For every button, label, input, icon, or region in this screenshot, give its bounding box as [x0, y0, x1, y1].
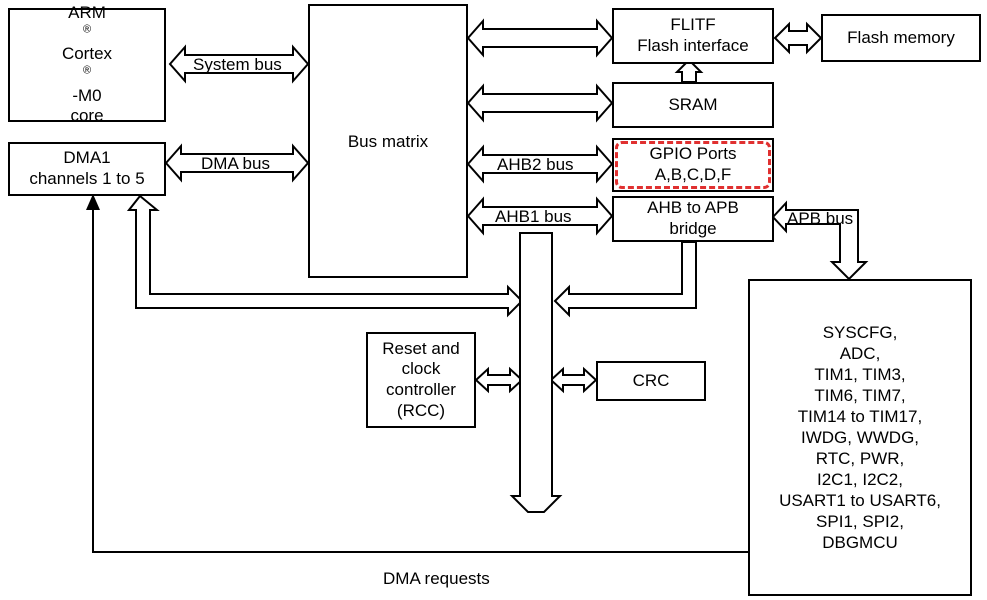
- bridge-line-2: bridge: [669, 219, 717, 238]
- cpu-line-1: ARM: [68, 2, 106, 22]
- sram-label: SRAM: [668, 94, 718, 114]
- peripheral-item: I2C1, I2C2,: [817, 470, 903, 490]
- gpio-line-2: A,B,C,D,F: [654, 165, 732, 184]
- dma-bus-label: DMA bus: [201, 154, 270, 173]
- peripheral-item: ADC,: [839, 343, 881, 363]
- peripheral-item: USART1 to USART6,: [779, 491, 941, 511]
- peripheral-item: TIM14 to TIM17,: [797, 406, 923, 426]
- gpio-ports-block: GPIO Ports A,B,C,D,F: [612, 138, 774, 192]
- flash-bus-arrow: [773, 21, 823, 55]
- ahb1-bus-label: AHB1 bus: [495, 207, 572, 226]
- flitf-bus-arrow: [466, 18, 614, 58]
- rcc-block: Reset and clock controller (RCC): [366, 332, 476, 428]
- registered-mark: ®: [82, 22, 92, 35]
- flitf-line-2: Flash interface: [637, 36, 749, 55]
- rcc-bus-arrow: [474, 366, 524, 394]
- cpu-line-3: core: [70, 106, 104, 126]
- registered-mark: ®: [82, 64, 92, 77]
- cpu-line-2b: -M0: [72, 85, 102, 105]
- flitf-line-1: FLITF: [670, 15, 716, 35]
- crc-label: CRC: [632, 370, 670, 390]
- dma-requests-label: DMA requests: [383, 569, 490, 588]
- bridge-ahb-arrow: [553, 241, 697, 318]
- peripheral-item: TIM6, TIM7,: [814, 385, 906, 405]
- cpu-line-2a: Cortex: [61, 44, 113, 64]
- bus-matrix-label: Bus matrix: [347, 132, 429, 151]
- ahb1-vertical-bus: [509, 232, 563, 513]
- ahb-apb-bridge-block: AHB to APB bridge: [612, 196, 774, 242]
- crc-block: CRC: [596, 361, 706, 401]
- rcc-line-2: clock: [401, 359, 441, 379]
- dma-requests-line: [92, 208, 748, 553]
- flitf-sram-arrow: [674, 58, 704, 83]
- ahb2-bus-label: AHB2 bus: [497, 155, 574, 174]
- flash-memory-label: Flash memory: [847, 27, 955, 47]
- gpio-line-1: GPIO Ports: [649, 144, 737, 164]
- rcc-line-3: controller: [386, 380, 456, 399]
- peripheral-item: RTC, PWR,: [815, 449, 905, 469]
- dma1-block: DMA1 channels 1 to 5: [8, 142, 166, 196]
- peripheral-item: DBGMCU: [822, 533, 898, 553]
- dma1-line-2: channels 1 to 5: [29, 169, 145, 188]
- rcc-line-1: Reset and: [382, 338, 460, 358]
- apb-peripherals-block: SYSCFG, ADC, TIM1, TIM3, TIM6, TIM7, TIM…: [748, 279, 972, 596]
- sram-block: SRAM: [612, 82, 774, 128]
- peripheral-item: SPI1, SPI2,: [816, 512, 904, 532]
- rcc-line-4: (RCC): [396, 400, 446, 420]
- bridge-line-1: AHB to APB: [647, 198, 739, 218]
- dma1-line-1: DMA1: [63, 148, 111, 168]
- flitf-block: FLITF Flash interface: [612, 8, 774, 64]
- system-bus-label: System bus: [193, 55, 282, 74]
- sram-bus-arrow: [466, 83, 614, 123]
- apb-bus-label: APB bus: [787, 209, 854, 228]
- cpu-core-block: ARM® Cortex®-M0 core: [8, 3, 166, 125]
- peripheral-item: TIM1, TIM3,: [814, 364, 906, 384]
- peripheral-item: SYSCFG,: [822, 322, 898, 342]
- flash-memory-block: Flash memory: [821, 14, 981, 62]
- peripheral-item: IWDG, WWDG,: [800, 427, 920, 447]
- bus-matrix-block: Bus matrix: [308, 4, 468, 278]
- crc-bus-arrow: [549, 366, 598, 394]
- dma-requests-arrowhead: [86, 194, 100, 210]
